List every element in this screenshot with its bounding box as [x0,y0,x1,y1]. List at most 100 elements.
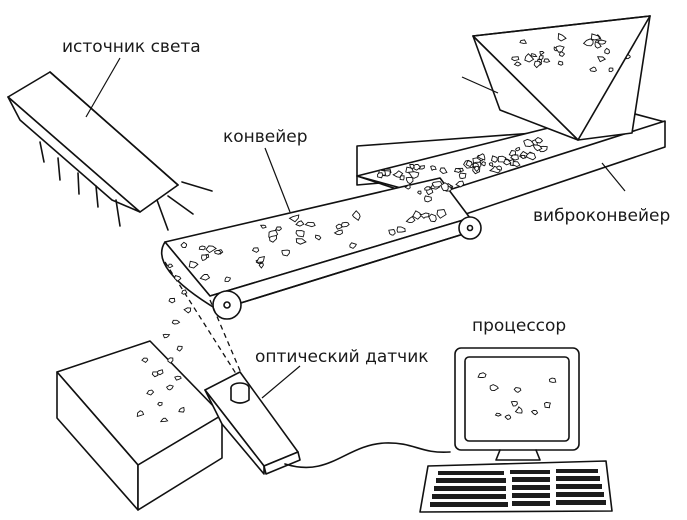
material-fragment [180,241,188,248]
material-fragment [392,170,404,178]
material-fragment [181,289,188,295]
material-fragment [453,167,462,174]
material-fragment [489,384,499,391]
material-fragment [404,183,411,190]
material-fragment [555,45,565,53]
material-fragment [604,47,610,55]
material-fragment [405,215,416,224]
material-fragment [174,375,182,381]
material-fragment [539,51,545,56]
material-fragment [412,210,423,220]
material-fragment [399,175,405,181]
material-fragment [295,230,305,238]
material-fragment [504,414,512,421]
material-fragment [511,56,520,62]
material-fragment [430,165,437,171]
material-fragment [162,333,171,339]
material-fragment [269,234,278,243]
material-fragment [171,319,181,325]
material-fragment [520,154,526,160]
material-fragment [523,138,535,147]
label-light-source: источник света [62,37,201,57]
material-fragment [136,410,145,418]
material-fragment [315,234,322,241]
material-fragment [141,357,149,363]
material-fragment [455,180,465,188]
material-fragment [533,60,541,69]
material-fragment [258,262,264,269]
leader-vibro-conveyor [601,162,626,192]
material-fragment [525,152,537,161]
material-fragment [146,389,155,396]
sensor-cable [284,442,451,469]
material-fragment [333,229,343,236]
material-fragment [514,406,523,414]
material-fragment [625,53,631,60]
material-fragment [538,55,544,60]
material-fragment [512,161,521,167]
optical-sensor: оптический датчик [204,347,429,475]
material-fragment [288,214,300,223]
material-fragment [490,155,498,163]
material-fragment [377,172,384,179]
material-fragment [201,254,208,262]
material-fragment [534,136,544,144]
material-fragment [173,275,182,282]
material-fragment [431,181,444,188]
material-fragment [480,161,486,167]
material-fragment [157,401,163,407]
material-fragment [167,263,174,269]
material-fragment [295,220,305,227]
material-fragment [440,182,449,192]
material-fragment [476,153,486,161]
processor: процессор [419,316,613,513]
material-fragment [477,372,487,378]
material-fragment [515,146,521,152]
material-fragment [465,160,473,168]
material-fragment [488,162,494,168]
material-fragment [214,249,222,255]
material-fragment [198,245,206,251]
keyboard-keys [430,469,606,507]
material-fragment [497,155,507,163]
material-fragment [582,38,594,47]
material-fragment [596,56,606,63]
leader-optical-sensor [261,365,301,399]
label-processor: процессор [472,316,566,336]
material-fragment [519,39,528,44]
material-fragment [558,51,565,57]
roller-back [458,216,482,240]
roller-front [212,290,242,320]
material-fragment [494,412,502,417]
material-fragment [168,297,176,304]
material-fragment [275,226,282,231]
material-fragment [409,163,415,170]
material-fragment [419,212,430,219]
material-fragment [589,66,597,72]
material-fragment [167,357,174,364]
material-fragment [530,409,539,416]
material-fragment [598,39,607,45]
material-fragment [543,58,551,63]
material-fragment [590,33,601,41]
material-fragment [405,176,414,185]
material-fragment [396,226,406,233]
material-fragments [136,32,631,423]
label-conveyor: конвейер [223,127,308,147]
material-fragment [340,221,350,228]
material-fragment [424,186,431,191]
material-fragment [281,249,290,257]
material-fragment [176,345,183,352]
material-fragment [188,260,199,269]
material-fragment [351,210,361,221]
material-fragment [439,167,448,174]
material-fragment [513,61,522,67]
hopper [461,15,651,141]
material-fragment [388,229,396,236]
material-fragment [436,209,447,219]
material-fragment [548,377,557,383]
material-fragment [417,190,422,195]
material-fragment [349,242,357,249]
